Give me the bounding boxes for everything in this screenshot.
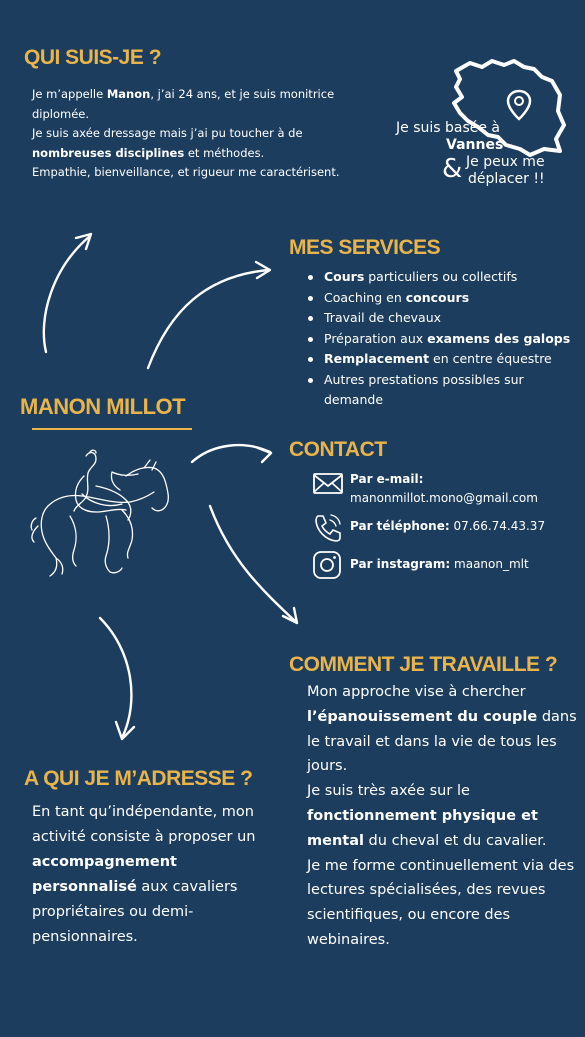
section-title-contact: CONTACT bbox=[289, 438, 387, 461]
location-line: Je suis basée à bbox=[396, 120, 501, 136]
phone-number-link[interactable]: 07.66.74.43.37 bbox=[449, 519, 546, 533]
arrow-down-right-icon-head bbox=[281, 606, 299, 625]
contact-email[interactable]: Par e-mail: manonmillot.mono@gmail.com bbox=[312, 470, 582, 510]
instagram-icon bbox=[313, 551, 341, 579]
method-text: Mon approche vise à chercher l’épanouiss… bbox=[307, 680, 582, 953]
email-label: Par e-mail: bbox=[350, 472, 424, 486]
list-item: Cours particuliers ou collectifs bbox=[300, 267, 580, 288]
about-name: Manon bbox=[106, 87, 151, 101]
email-text: Par e-mail: manonmillot.mono@gmail.com bbox=[350, 470, 538, 508]
about-highlight: nombreuses disciplines bbox=[32, 145, 185, 160]
method-text-part: du cheval et du cavalier. bbox=[363, 832, 547, 849]
list-item: Préparation aux examens des galops bbox=[300, 329, 580, 350]
service-highlight: Cours bbox=[324, 269, 365, 284]
method-text-part: Mon approche vise à chercher bbox=[307, 684, 526, 700]
service-text: Travail de chevaux bbox=[324, 310, 442, 325]
service-highlight: Remplacement bbox=[324, 351, 430, 366]
name-underline bbox=[32, 428, 192, 430]
list-item: Coaching en concours bbox=[300, 288, 580, 309]
contact-phone[interactable]: Par téléphone: 07.66.74.43.37 bbox=[312, 512, 582, 542]
audience-text-part: aux cavaliers propriétaires ou demi-pens… bbox=[32, 879, 238, 945]
arrow-down-icon bbox=[98, 616, 133, 740]
list-item: Travail de chevaux bbox=[300, 308, 580, 329]
arrow-up-icon bbox=[42, 234, 92, 354]
arrow-up-icon-head bbox=[74, 232, 93, 251]
service-text: en centre équestre bbox=[429, 351, 552, 366]
horse-rider-drawing-icon bbox=[30, 449, 169, 577]
section-title-a-qui-je-m-adresse: A QUI JE M’ADRESSE ? bbox=[24, 767, 253, 790]
service-text: Préparation aux bbox=[324, 330, 428, 346]
services-list: Cours particuliers ou collectifs Coachin… bbox=[300, 267, 580, 411]
arrow-contact-icon-head bbox=[256, 446, 273, 464]
service-text: Coaching en bbox=[324, 289, 406, 305]
travel-line: Je peux me bbox=[466, 154, 545, 170]
method-text-part: Je suis très axée sur le bbox=[307, 783, 470, 800]
arrow-right-icon-head bbox=[254, 260, 272, 280]
method-text-part: dans le travail et dans la vie de tous l… bbox=[307, 708, 577, 775]
location-note: Je suis basée à Vannes & Je peux me dépl… bbox=[396, 120, 566, 188]
about-text-part: Je m’appelle bbox=[32, 87, 107, 101]
contact-instagram[interactable]: Par instagram: maanon_mlt bbox=[312, 550, 582, 580]
phone-text: Par téléphone: 07.66.74.43.37 bbox=[350, 517, 545, 536]
arrow-down-icon-head bbox=[114, 720, 136, 741]
service-text: particuliers ou collectifs bbox=[364, 269, 518, 284]
instagram-text: Par instagram: maanon_mlt bbox=[350, 555, 529, 574]
section-title-services: MES SERVICES bbox=[289, 236, 441, 259]
list-item: Autres prestations possibles sur demande bbox=[300, 370, 580, 411]
arrow-down-right-icon bbox=[208, 504, 298, 624]
list-item: Remplacement en centre équestre bbox=[300, 349, 580, 370]
about-text-part: Empathie, bienveillance, et rigueur me c… bbox=[32, 165, 340, 179]
arrow-right-icon bbox=[146, 268, 270, 370]
service-text: Autres prestations possibles sur demande bbox=[324, 371, 524, 408]
location-city: Vannes bbox=[446, 137, 504, 153]
method-highlight: l’épanouissement du couple bbox=[307, 708, 538, 725]
travel-line: déplacer !! bbox=[468, 171, 545, 187]
about-text: Je m’appelle Manon, j’ai 24 ans, et je s… bbox=[32, 85, 362, 183]
brittany-map-pin-icon bbox=[452, 59, 566, 157]
email-address-link[interactable]: manonmillot.mono@gmail.com bbox=[350, 491, 538, 505]
ampersand: & bbox=[442, 154, 463, 184]
arrow-contact-icon bbox=[190, 443, 272, 464]
phone-label: Par téléphone: bbox=[350, 519, 450, 533]
phone-icon bbox=[315, 514, 341, 542]
person-name: MANON MILLOT bbox=[20, 394, 186, 419]
section-title-qui-suis-je: QUI SUIS-JE ? bbox=[24, 46, 162, 69]
method-text-part: Je me forme continuellement via des lect… bbox=[307, 857, 575, 948]
instagram-label: Par instagram: bbox=[350, 557, 451, 571]
audience-highlight: accompagnement personnalisé bbox=[32, 854, 177, 895]
envelope-icon bbox=[313, 473, 343, 494]
about-text-part: et méthodes. bbox=[184, 145, 265, 160]
service-highlight: concours bbox=[405, 289, 470, 305]
service-highlight: examens des galops bbox=[427, 330, 571, 346]
audience-text: En tant qu’indépendante, mon activité co… bbox=[32, 800, 272, 950]
about-text-part: Je suis axée dressage mais j’ai pu touch… bbox=[32, 126, 303, 140]
instagram-handle-link[interactable]: maanon_mlt bbox=[450, 557, 529, 571]
about-text-part: , j’ai 24 ans, et je suis monitrice dipl… bbox=[32, 87, 335, 121]
method-highlight: fonctionnement physique et mental bbox=[307, 807, 538, 849]
audience-text-part: En tant qu’indépendante, mon activité co… bbox=[32, 804, 256, 845]
section-title-comment-je-travaille: COMMENT JE TRAVAILLE ? bbox=[289, 653, 558, 676]
